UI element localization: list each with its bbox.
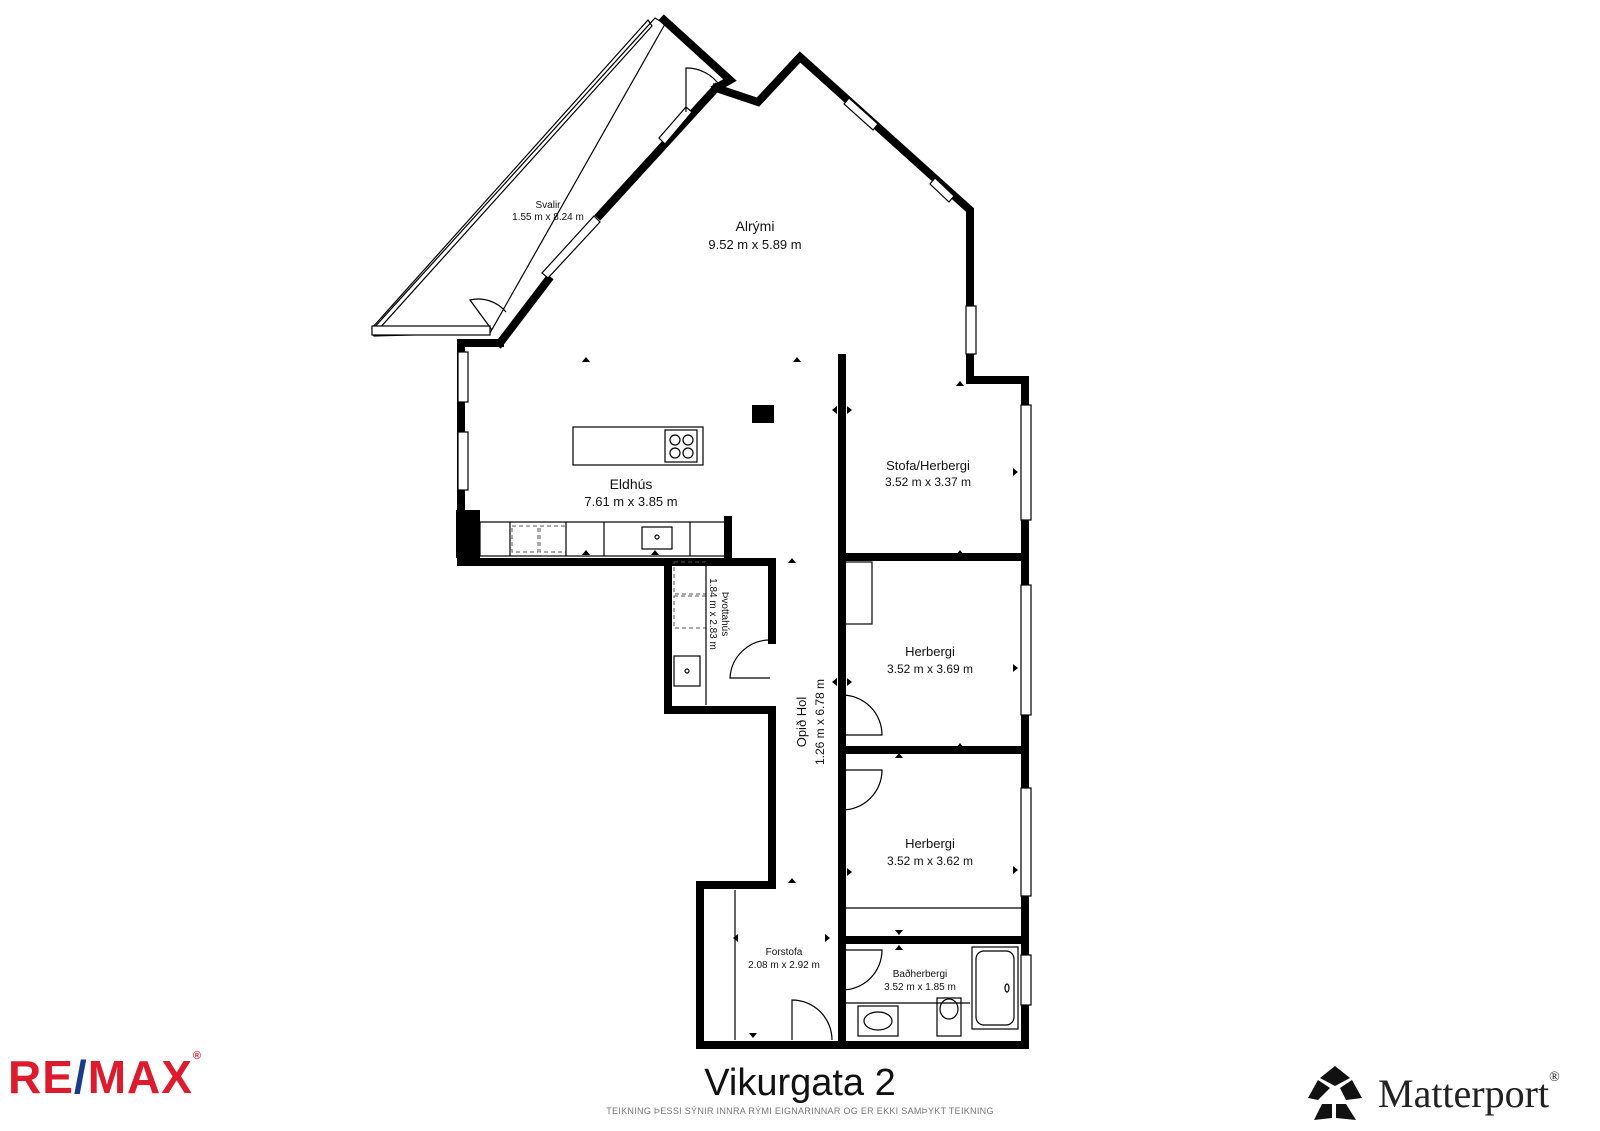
room-dims-svalir: 1.55 m x 8.24 m (512, 212, 584, 223)
room-dims-forstofa: 2.08 m x 2.92 m (748, 960, 820, 971)
kitchen-island (572, 426, 704, 466)
remax-logo-left: RE (8, 1051, 74, 1103)
room-label-stofa: Stofa/Herbergi (886, 458, 970, 473)
room-dims-opid-hol: 1.26 m x 6.78 m (813, 679, 827, 765)
remax-registered-mark: ® (192, 1050, 203, 1062)
room-label-herbergi-1: Herbergi (905, 644, 955, 659)
interior-walls (664, 354, 1029, 1049)
remax-logo: RE/MAX® (8, 1050, 202, 1104)
room-dims-stofa: 3.52 m x 3.37 m (885, 475, 971, 489)
title-block: Vikurgata 2 TEIKNING ÞESSI SÝNIR INNRA R… (560, 1062, 1040, 1116)
windows (457, 97, 1032, 1006)
bathroom-fixtures (846, 946, 1019, 1037)
room-label-alrymi: Alrými (736, 218, 775, 234)
matterport-logo-icon (1308, 1066, 1362, 1120)
door-swings (468, 67, 883, 1041)
room-label-opid-hol: Opið Hol (794, 697, 809, 748)
matterport-logo: Matterport® (1306, 1063, 1560, 1123)
room-dims-badherbergi: 3.52 m x 1.85 m (884, 982, 956, 993)
matterport-name: Matterport (1378, 1070, 1550, 1116)
remax-logo-right: MAX (87, 1051, 193, 1103)
balcony-outline (370, 17, 666, 337)
bedroom-closet (843, 561, 1022, 909)
room-label-forstofa: Forstofa (766, 947, 803, 958)
room-dims-herbergi-2: 3.52 m x 3.62 m (887, 854, 973, 868)
matterport-wordmark: Matterport® (1378, 1070, 1560, 1117)
room-label-eldhus: Eldhús (610, 476, 653, 492)
laundry-fixtures (673, 561, 707, 705)
room-dims-thvottahus: 1.84 m x 2.83 m (707, 578, 718, 650)
direction-markers (582, 357, 1018, 1038)
room-label-svalir: Svalir (535, 200, 561, 211)
exterior-walls (456, 14, 1029, 1049)
plan-disclaimer: TEIKNING ÞESSI SÝNIR INNRA RÝMI EIGNARIN… (606, 1106, 994, 1116)
room-label-badherbergi: Baðherbergi (893, 968, 947, 980)
room-label-thvottahus: Þvottahús (719, 592, 730, 636)
matterport-registered-mark: ® (1549, 1069, 1560, 1085)
plan-title: Vikurgata 2 (704, 1062, 896, 1104)
remax-logo-slash: / (73, 1051, 88, 1103)
column (752, 405, 774, 423)
room-label-herbergi-2: Herbergi (905, 836, 955, 851)
room-dims-eldhus: 7.61 m x 3.85 m (584, 494, 677, 509)
room-dims-herbergi-1: 3.52 m x 3.69 m (887, 662, 973, 676)
kitchen-counter (479, 521, 729, 557)
room-dims-alrymi: 9.52 m x 5.89 m (708, 237, 801, 252)
